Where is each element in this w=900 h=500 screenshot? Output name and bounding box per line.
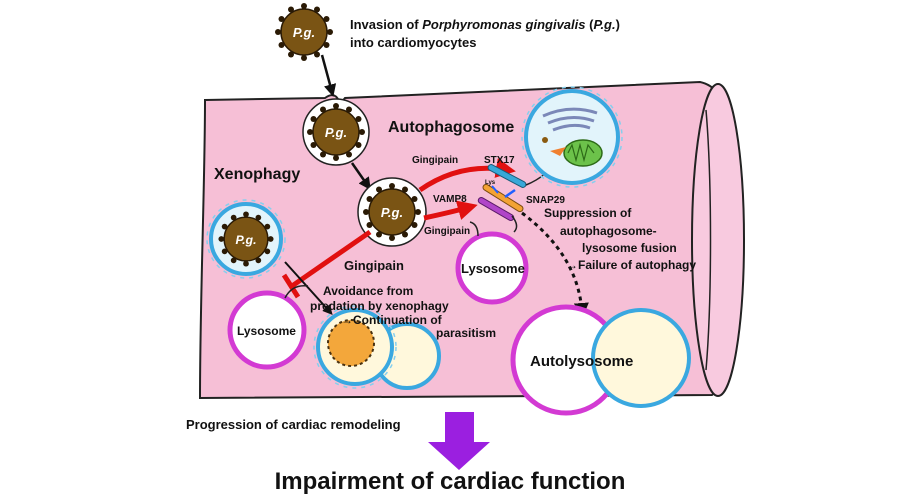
- lysosome-middle: [455, 221, 529, 305]
- gingipain-inhibition-line: [290, 229, 372, 289]
- lysosome-left-label: Lysosome: [237, 324, 296, 338]
- impairment-label: Impairment of cardiac function: [275, 468, 626, 495]
- internalization-arrow: [350, 162, 371, 191]
- gingipain-large-label: Gingipain: [344, 258, 404, 273]
- progression-arrow: [428, 412, 490, 470]
- suppression-line4: →Failure of autophagy: [566, 258, 696, 272]
- gingipain-label-lower: Gingipain: [424, 226, 470, 237]
- invasion-arrow: [320, 54, 337, 97]
- xenophagy-label: Xenophagy: [214, 166, 300, 183]
- progression-label: Progression of cardiac remodeling: [186, 417, 401, 432]
- pg-entering-vesicle: P.g.: [302, 98, 370, 166]
- suppression-line1: Suppression of: [544, 206, 632, 220]
- lysosome-left: [227, 285, 309, 370]
- avoidance-line2: predation by xenophagy: [310, 299, 449, 313]
- vamp8-label: VAMP8: [433, 194, 467, 205]
- svg-text:P.g.: P.g.: [293, 25, 315, 40]
- stx17-label: STX17: [484, 155, 515, 166]
- pg-bacterium-invading: P.g.: [274, 2, 334, 62]
- svg-text:P.g.: P.g.: [381, 205, 403, 220]
- suppression-line3: lysosome fusion: [582, 241, 677, 255]
- svg-text:P.g.: P.g.: [235, 233, 256, 247]
- failed-fusion-dashed-arrow: [521, 211, 589, 318]
- xenophagosome: P.g.: [206, 199, 286, 279]
- cell-right-end-inner: [705, 109, 712, 371]
- invasion-label-line1: Invasion of Porphyromonas gingivalis (P.…: [350, 17, 620, 32]
- avoidance-line4: parasitism: [436, 326, 496, 340]
- gingipain-arrow-vamp8: [423, 200, 478, 221]
- suppression-line2: autophagosome-: [560, 224, 657, 238]
- cell-right-end: [691, 83, 745, 397]
- autolysosome-label: Autolysosome: [530, 353, 633, 370]
- svg-text:P.g.: P.g.: [325, 125, 347, 140]
- autophagosome-label: Autophagosome: [388, 119, 514, 136]
- xenolysosome: [313, 305, 441, 390]
- pg-intracellular: P.g.: [357, 177, 427, 247]
- gingipain-inhibition-bar: [281, 273, 301, 299]
- autophagosome: [521, 86, 623, 188]
- gingipain-label-upper: Gingipain: [412, 155, 458, 166]
- avoidance-line3: →Continuation of: [341, 313, 443, 327]
- autolysosome: [510, 304, 691, 416]
- invasion-label-line2: into cardiomyocytes: [350, 35, 476, 50]
- lysosome-middle-label: Lysosome: [461, 261, 525, 276]
- lys-label: Lys: [485, 180, 496, 186]
- avoidance-line1: Avoidance from: [323, 284, 413, 298]
- xenophagy-fusion-arrow: [284, 261, 333, 315]
- snap29-label: SNAP29: [526, 195, 565, 206]
